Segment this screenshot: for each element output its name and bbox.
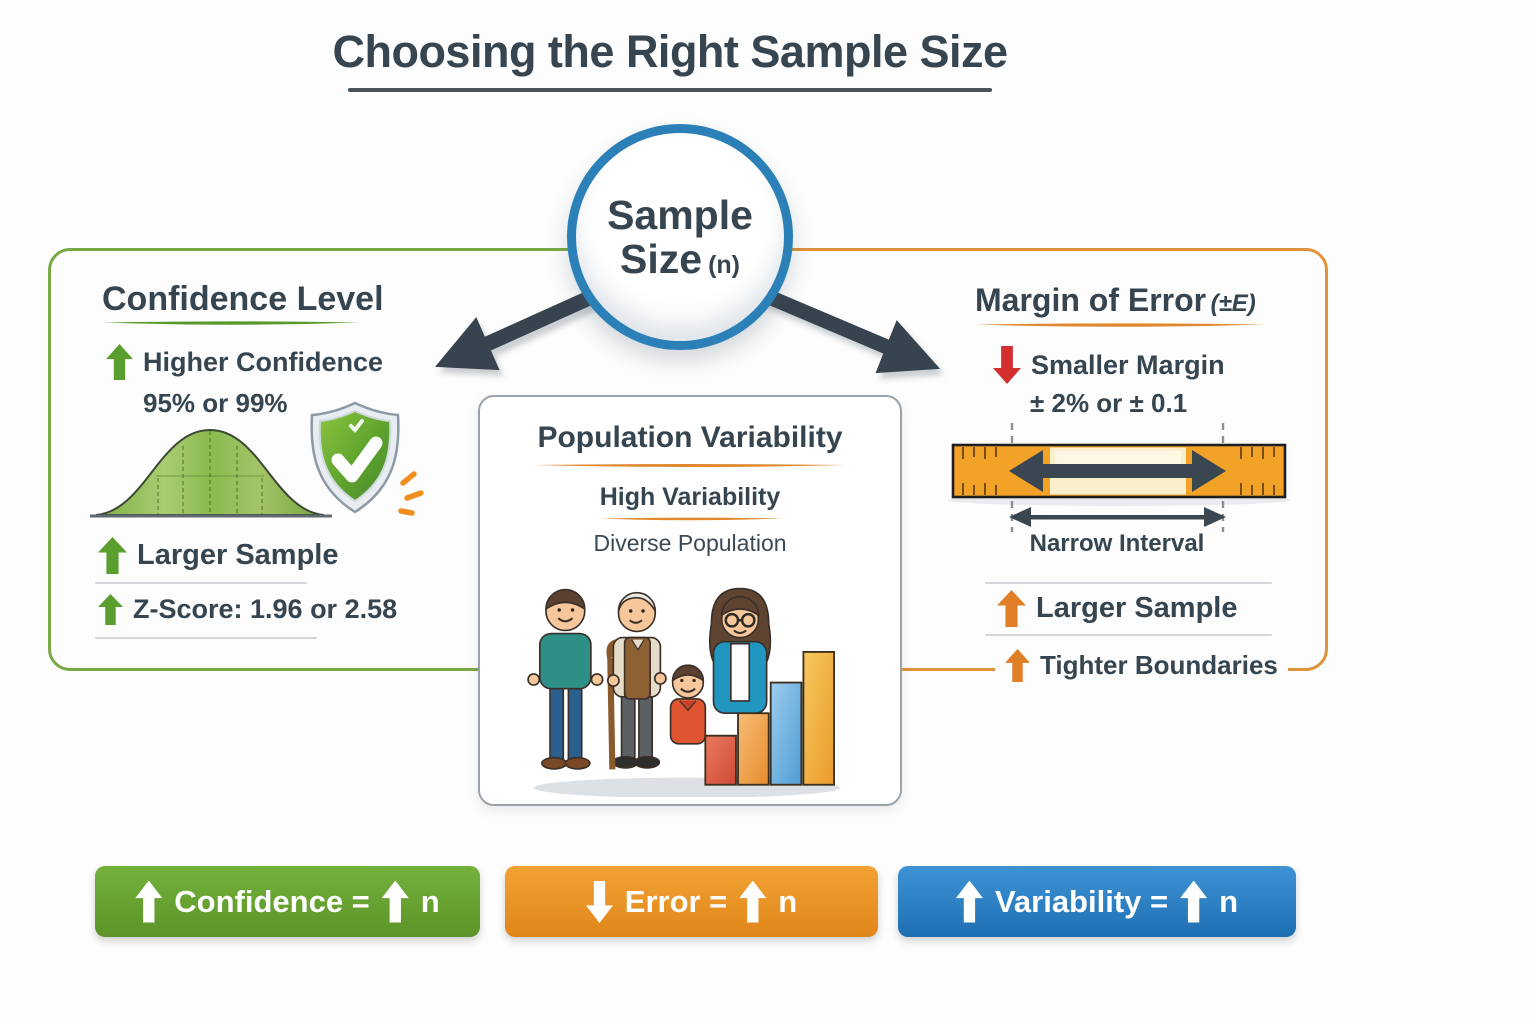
population-panel: Population Variability High Variability …	[478, 395, 902, 806]
left-arrow-head	[434, 317, 500, 371]
zscore-row: Z-Score: 1.96 or 2.58	[98, 594, 397, 625]
confidence-values: 95% or 99%	[143, 388, 288, 418]
larger-sample-label-right: Larger Sample	[1036, 592, 1238, 624]
high-variability-underline	[599, 517, 781, 521]
margin-underline	[975, 323, 1267, 327]
population-heading: Population Variability	[537, 421, 843, 454]
margin-heading-wrap: Margin of Error (±E)	[975, 282, 1256, 319]
narrow-interval-label: Narrow Interval	[1029, 530, 1205, 557]
divider	[985, 582, 1272, 584]
margin-heading: Margin of Error	[975, 282, 1207, 318]
banner-confidence: Confidence = n	[95, 866, 480, 937]
higher-confidence-row: Higher Confidence	[106, 344, 383, 380]
margin-values: ± 2% or ± 0.1	[1030, 388, 1188, 418]
confidence-panel-border	[48, 248, 688, 671]
person-old-man	[606, 591, 667, 770]
right-arrow-shaft	[759, 287, 890, 354]
sample-size-symbol: (n)	[708, 251, 740, 279]
zscore-label: Z-Score: 1.96 or 2.58	[133, 594, 398, 624]
higher-confidence-label: Higher Confidence	[143, 346, 384, 377]
bell-curve-icon	[90, 428, 332, 518]
population-underline	[533, 464, 847, 467]
banner-variability-n: n	[1219, 883, 1239, 919]
sample-size-node: Sample Size (n)	[567, 124, 793, 350]
shield-sparkles	[398, 471, 424, 516]
person-woman	[708, 587, 772, 715]
larger-sample-row-left: Larger Sample	[98, 537, 338, 574]
sample-size-line2: Size	[620, 236, 703, 282]
smaller-margin-label: Smaller Margin	[1031, 349, 1225, 380]
confidence-underline	[102, 321, 360, 325]
person-boy	[669, 664, 707, 745]
population-illustration	[527, 587, 841, 797]
confidence-heading: Confidence Level	[102, 280, 384, 318]
banner-error-n: n	[778, 883, 798, 919]
banner-confidence-label: Confidence =	[174, 883, 370, 919]
title-underline	[348, 88, 992, 92]
diverse-population-label: Diverse Population	[593, 530, 787, 556]
person-young-man	[527, 588, 604, 770]
larger-sample-row-right: Larger Sample	[997, 590, 1237, 627]
narrow-interval-arrow	[1009, 507, 1226, 527]
tighter-boundaries-label: Tighter Boundaries	[1040, 650, 1278, 680]
shield-check-icon	[310, 401, 424, 516]
page-title: Choosing the Right Sample Size	[332, 26, 1008, 77]
interval-arrow	[1009, 450, 1226, 492]
larger-sample-label-left: Larger Sample	[137, 539, 339, 571]
bar-chart-icon	[704, 650, 835, 786]
divider	[95, 637, 317, 639]
divider	[985, 634, 1272, 636]
banner-error-label: Error =	[624, 883, 728, 919]
sample-size-line1: Sample	[607, 191, 753, 238]
tighter-boundaries-row: Tighter Boundaries	[995, 649, 1288, 682]
smaller-margin-row: Smaller Margin	[993, 346, 1225, 384]
page-title-wrap: Choosing the Right Sample Size	[270, 26, 1070, 78]
left-arrow-shaft	[483, 287, 602, 351]
banner-variability: Variability = n	[898, 866, 1296, 937]
margin-heading-suffix: (±E)	[1210, 290, 1256, 317]
ruler-icon	[947, 423, 1291, 532]
banner-confidence-n: n	[420, 883, 440, 919]
banner-error: Error = n	[505, 866, 878, 937]
right-arrow-head	[875, 320, 941, 374]
banner-variability-label: Variability =	[994, 883, 1169, 919]
divider	[95, 582, 307, 584]
high-variability-label: High Variability	[599, 483, 781, 511]
